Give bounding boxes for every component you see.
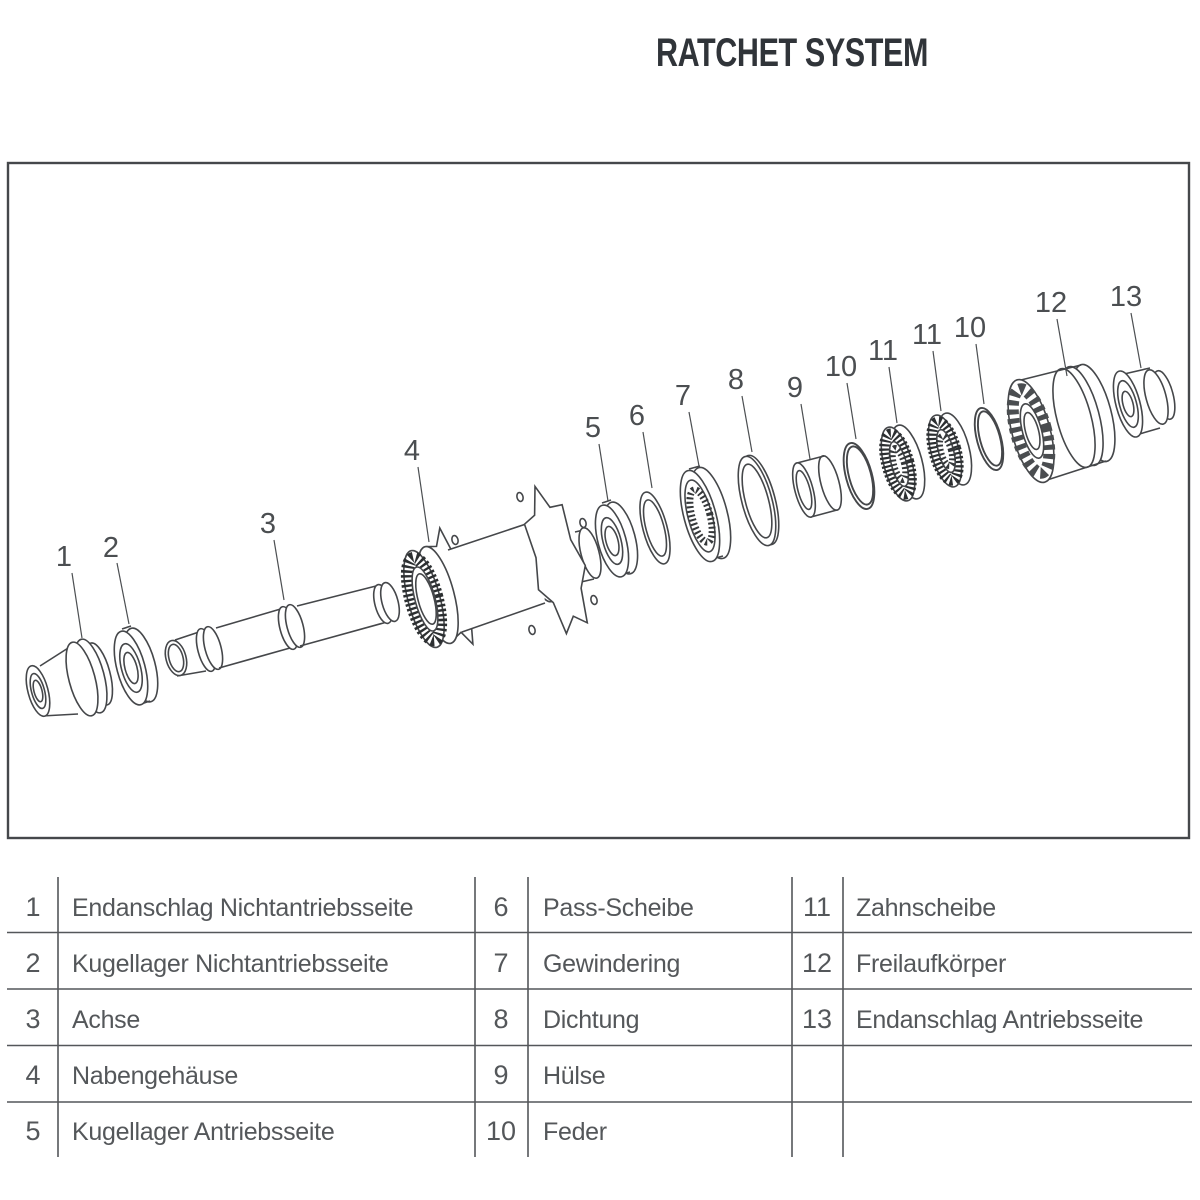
callout-11-right: 11: [912, 319, 942, 351]
parts-table: 1 Endanschlag Nichtantriebsseite 2 Kugel…: [7, 877, 1192, 1157]
callout-13: 13: [1110, 281, 1142, 313]
row-label: Gewindering: [543, 950, 680, 978]
row-num: 9: [493, 1060, 508, 1090]
part-ratchet-disc-left: [879, 424, 926, 502]
hub-flange-right: [523, 483, 589, 636]
row-label: Kugellager Antriebsseite: [72, 1118, 334, 1146]
part-spring-right: [973, 406, 1005, 472]
row-num: 13: [802, 1004, 832, 1034]
callout-8: 8: [728, 364, 744, 396]
hub-ratchet-ring: [400, 545, 459, 649]
part-threaded-ring: [679, 465, 732, 563]
row-label: Achse: [72, 1006, 140, 1034]
callout-11-left: 11: [868, 335, 898, 367]
callout-9: 9: [787, 372, 803, 404]
row-label: Nabengehäuse: [72, 1062, 238, 1090]
callout-7: 7: [675, 380, 691, 412]
part-axle: [164, 581, 401, 677]
row-num: 5: [25, 1116, 40, 1146]
row-num: 2: [25, 948, 40, 978]
callout-4: 4: [404, 435, 420, 467]
part-bearing-ds: [594, 499, 639, 578]
table-col-2: 6 Pass-Scheibe 7 Gewindering 8 Dichtung …: [486, 892, 694, 1146]
row-num: 10: [486, 1116, 516, 1146]
row-label: Hülse: [543, 1062, 605, 1090]
part-hub-shell: [400, 483, 602, 649]
callout-1: 1: [56, 541, 72, 573]
page-title: RATCHET SYSTEM: [656, 31, 928, 75]
callout-12: 12: [1035, 287, 1067, 319]
row-label: Pass-Scheibe: [543, 894, 694, 922]
part-sleeve: [791, 455, 843, 518]
row-num: 3: [25, 1004, 40, 1034]
callout-3: 3: [260, 508, 276, 540]
part-freehub-body: [1006, 363, 1116, 484]
row-label: Endanschlag Antriebsseite: [856, 1006, 1143, 1034]
row-num: 1: [25, 892, 40, 922]
row-label: Endanschlag Nichtantriebsseite: [72, 894, 413, 922]
row-label: Zahnscheibe: [856, 894, 996, 922]
row-num: 11: [803, 892, 831, 922]
callouts: 1 2 3 4 5 6 7 8 9 10 11 11 10 12 13: [56, 281, 1142, 639]
callout-10-right: 10: [954, 312, 986, 344]
callout-2: 2: [103, 532, 119, 564]
row-label: Kugellager Nichtantriebsseite: [72, 950, 388, 978]
table-col-1: 1 Endanschlag Nichtantriebsseite 2 Kugel…: [25, 892, 413, 1146]
row-num: 6: [493, 892, 508, 922]
part-spring-left: [842, 442, 876, 510]
row-num: 8: [493, 1004, 508, 1034]
row-label: Feder: [543, 1118, 607, 1146]
part-ratchet-disc-right: [926, 412, 973, 488]
part-spacer-washer: [639, 491, 671, 565]
row-num: 7: [493, 948, 508, 978]
diagram-frame: [6, 161, 1191, 840]
callout-6: 6: [629, 400, 645, 432]
row-num: 4: [25, 1060, 40, 1090]
part-endcap-ds: [1112, 367, 1176, 438]
part-seal: [737, 454, 780, 547]
exploded-diagram: [25, 363, 1176, 718]
callout-10-left: 10: [825, 351, 857, 383]
row-label: Freilaufkörper: [856, 950, 1006, 978]
part-endcap-nds: [25, 638, 114, 718]
part-bearing-nds: [113, 625, 159, 706]
callout-5: 5: [585, 412, 601, 444]
row-num: 12: [802, 948, 832, 978]
row-label: Dichtung: [543, 1006, 639, 1034]
table-col-3: 11 Zahnscheibe 12 Freilaufkörper 13 Enda…: [802, 892, 1143, 1034]
